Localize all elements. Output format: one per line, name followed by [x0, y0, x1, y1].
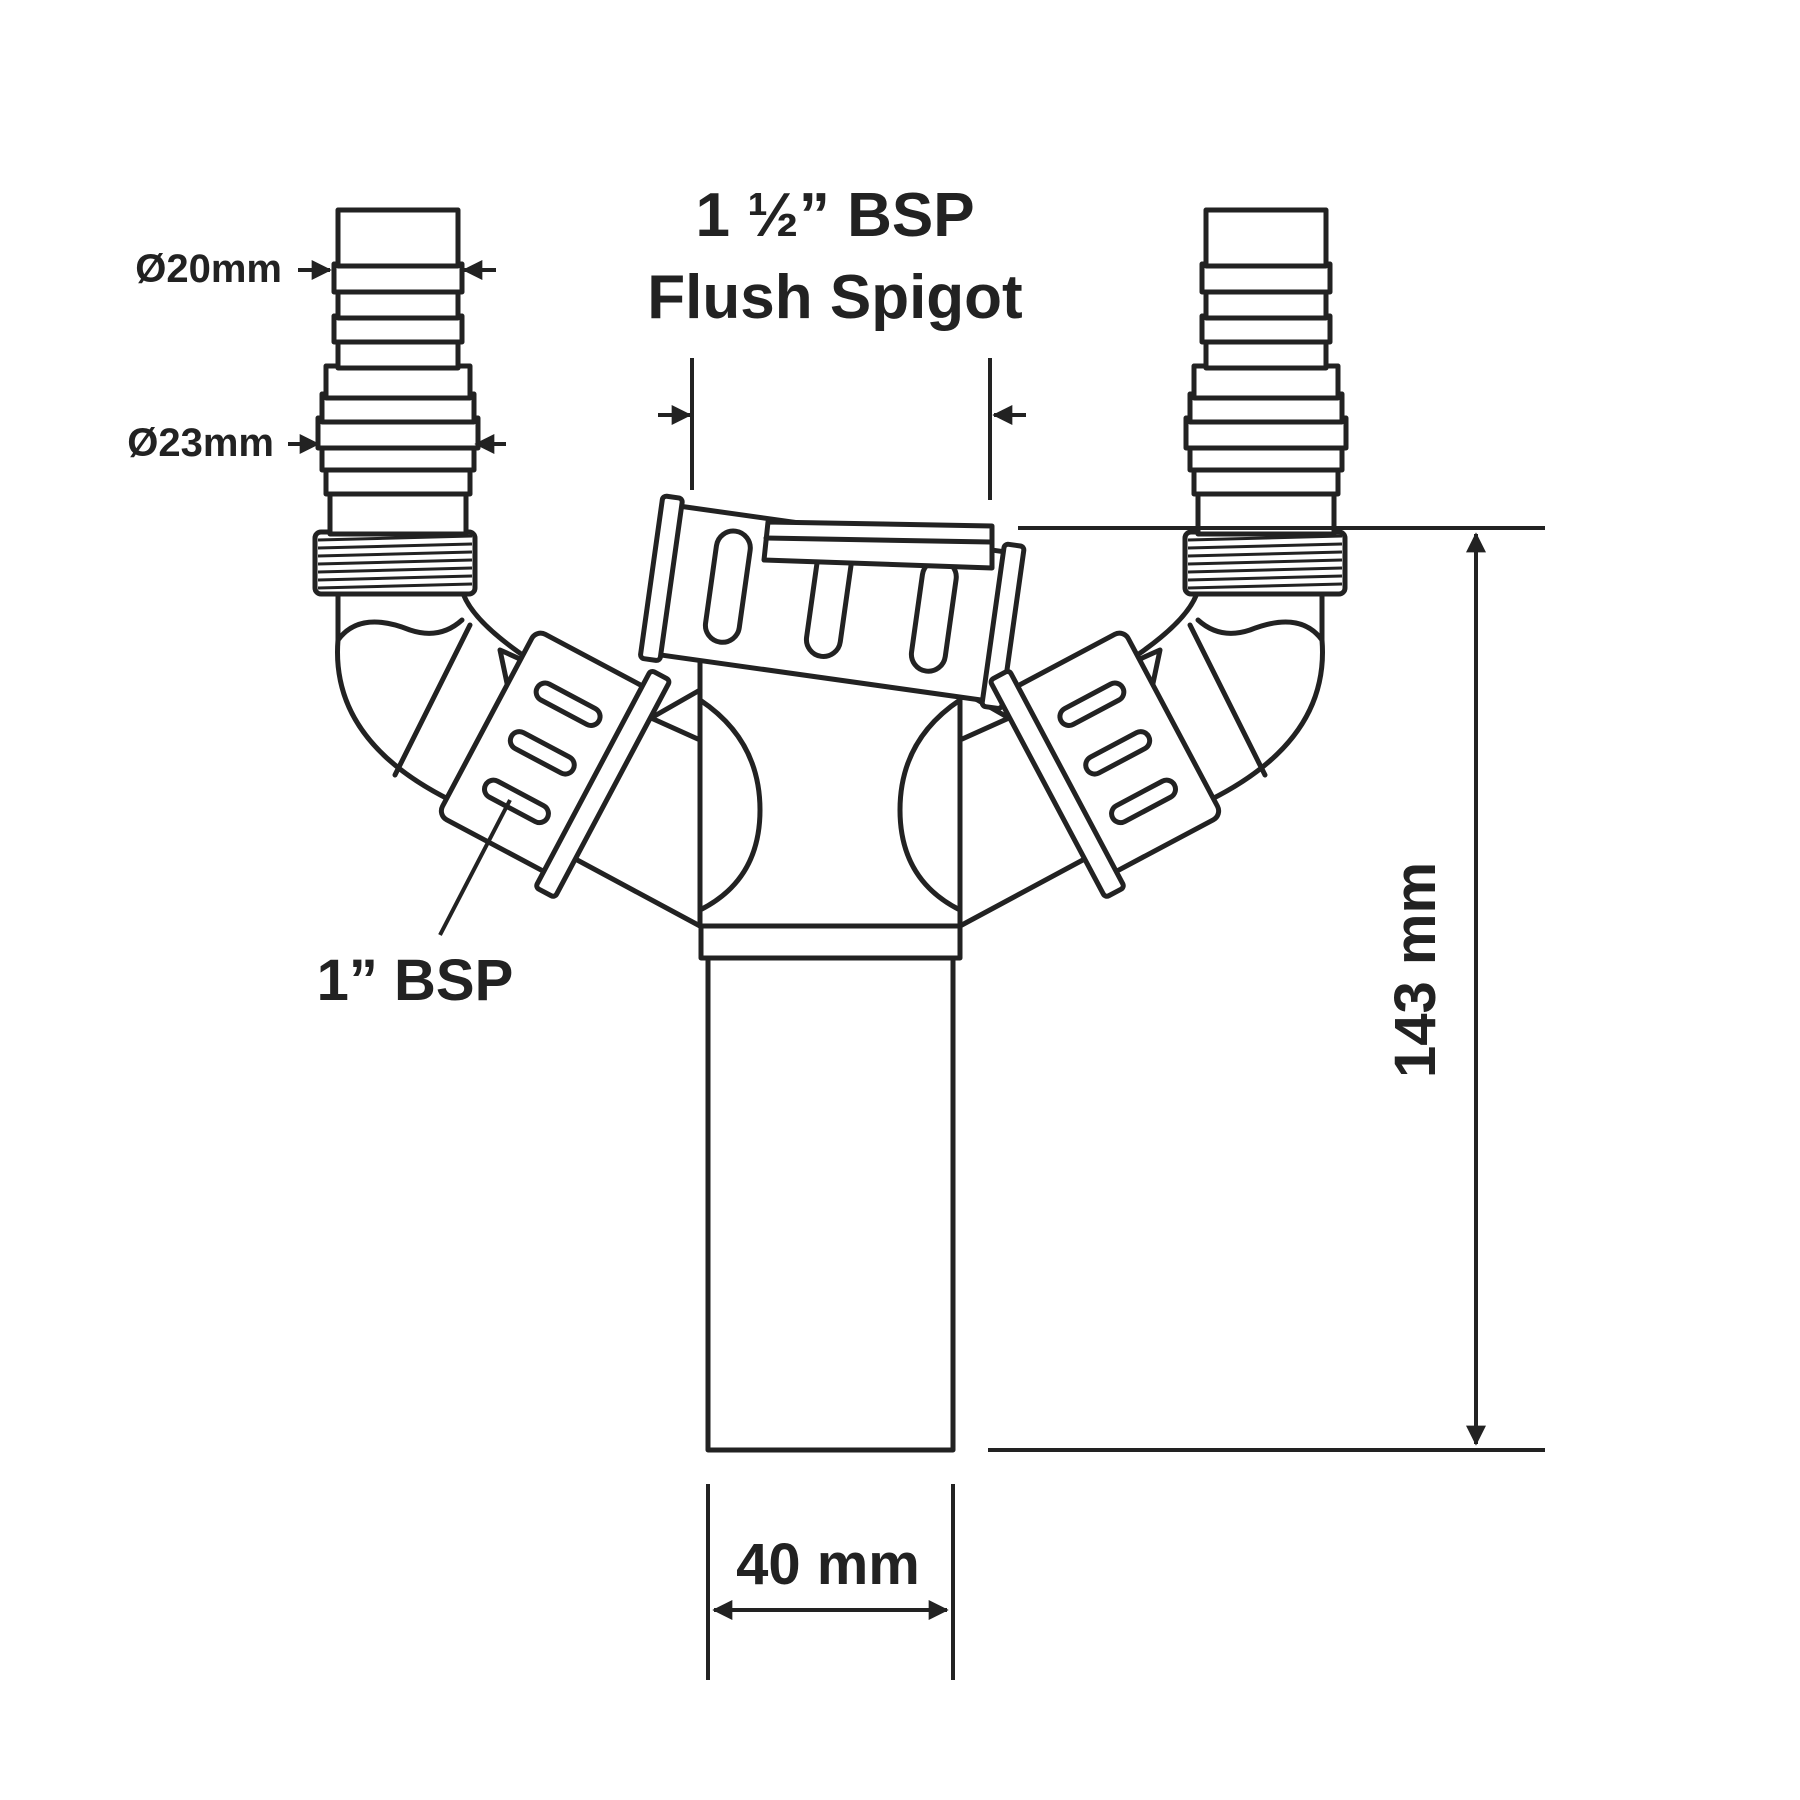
outlet-width-label: 40 mm: [736, 1532, 920, 1597]
height-dimension: [988, 526, 1545, 1452]
inlet-thread-leader: [438, 799, 512, 936]
spigot-width-dimension: [658, 358, 1026, 500]
outlet-width-dimension: [706, 1484, 955, 1680]
height-label: 143 mm: [1383, 862, 1448, 1078]
spigot-label-line1: 1 ½” BSP: [695, 181, 974, 250]
small-diameter-label: Ø20mm: [135, 247, 282, 291]
large-diameter-label: Ø23mm: [127, 421, 274, 465]
left-inlet: [312, 207, 703, 929]
right-inlet: [957, 207, 1349, 929]
inlet-thread-label: 1” BSP: [317, 948, 514, 1013]
spigot-nut: [638, 493, 1027, 711]
outlet-pipe: [698, 923, 963, 1453]
spigot-label-line2: Flush Spigot: [647, 263, 1022, 332]
